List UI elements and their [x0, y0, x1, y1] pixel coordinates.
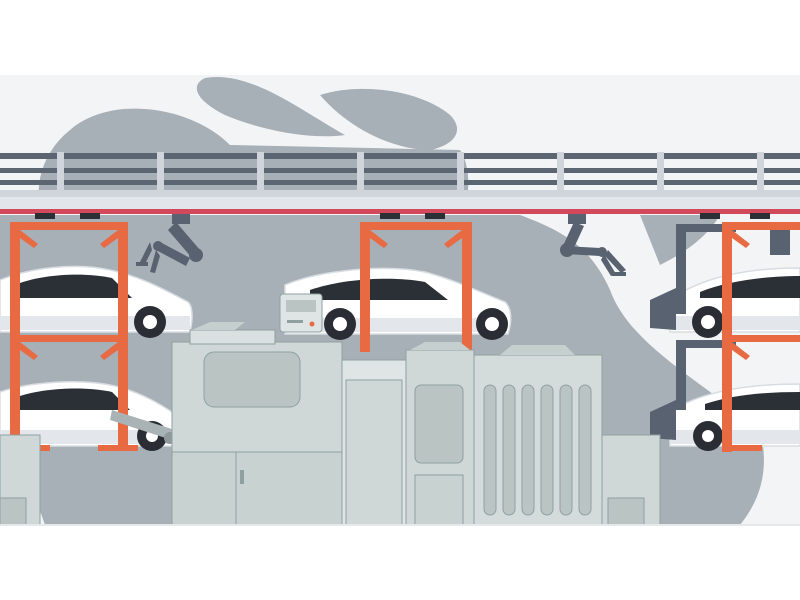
- car-center-top: [284, 267, 512, 340]
- machine-main: [171, 322, 343, 526]
- robot-arm-left: [136, 214, 203, 273]
- car-left-top: [0, 265, 193, 338]
- deck-red-stripe: [0, 209, 800, 214]
- machine-center: [341, 342, 475, 526]
- car-right-top: [669, 267, 800, 338]
- gantry-right-dark: [650, 224, 790, 440]
- upper-railing: [0, 152, 800, 197]
- deck-brackets: [35, 213, 770, 219]
- machine-left-edge: [0, 434, 41, 526]
- machine-right: [473, 345, 661, 526]
- machine-control-panel: [279, 293, 323, 333]
- deck: [0, 197, 800, 211]
- robot-arm-right: [560, 214, 626, 276]
- floor-line: [0, 524, 800, 526]
- gantry-right: [722, 222, 800, 452]
- gantry-center: [360, 222, 472, 352]
